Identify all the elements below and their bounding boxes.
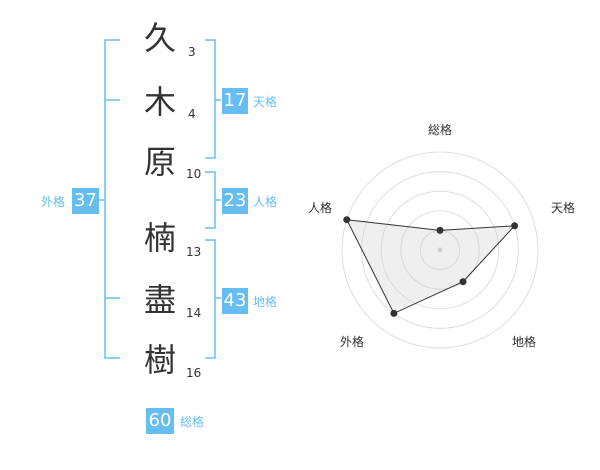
jinkaku-label: 人格 bbox=[253, 195, 278, 209]
radar-center bbox=[437, 247, 443, 253]
stroke-count-1: 3 bbox=[188, 45, 196, 59]
gaikaku-value-badge: 37 bbox=[72, 188, 99, 214]
radar-point-2 bbox=[511, 222, 519, 230]
name-char-6: 樹 bbox=[143, 341, 176, 379]
radar-point-4 bbox=[390, 309, 398, 317]
radar-axis-label-gaikaku: 外格 bbox=[340, 335, 365, 349]
stroke-count-4: 13 bbox=[186, 245, 202, 259]
stroke-count-3: 10 bbox=[186, 167, 202, 181]
chikaku-label: 地格 bbox=[253, 295, 278, 309]
tenkaku-label: 天格 bbox=[253, 95, 278, 109]
name-char-5: 盡 bbox=[143, 281, 176, 319]
radar-series-polygon bbox=[345, 219, 516, 315]
name-char-3: 原 bbox=[143, 143, 176, 181]
radar-point-5 bbox=[343, 216, 351, 224]
radar-point-1 bbox=[436, 226, 444, 234]
stroke-count-6: 16 bbox=[186, 366, 202, 380]
tenkaku-value-badge: 17 bbox=[222, 88, 248, 114]
radar-axis-label-soukaku: 総格 bbox=[428, 123, 453, 137]
stroke-count-5: 14 bbox=[186, 306, 202, 320]
radar-ring bbox=[380, 190, 500, 310]
soukaku-label: 総格 bbox=[180, 415, 205, 429]
jinkaku-value-badge: 23 bbox=[222, 188, 248, 214]
chikaku-bracket bbox=[205, 239, 216, 359]
name-char-2: 木 bbox=[143, 83, 176, 121]
gaikaku-bracket bbox=[104, 39, 120, 359]
radar-ring bbox=[400, 210, 480, 290]
radar-axis-label-chikaku: 地格 bbox=[512, 335, 537, 349]
name-char-1: 久 bbox=[143, 19, 176, 57]
radar-axis-label-tenkaku: 天格 bbox=[551, 201, 576, 215]
radar-axis-label-jinkaku: 人格 bbox=[308, 201, 333, 215]
radar-point-3 bbox=[459, 278, 467, 286]
soukaku-value-badge: 60 bbox=[146, 408, 174, 434]
gaikaku-label: 外格 bbox=[41, 195, 66, 209]
name-char-4: 楠 bbox=[143, 219, 176, 257]
radar-ring bbox=[341, 151, 539, 349]
chikaku-value-badge: 43 bbox=[222, 288, 248, 314]
stroke-count-2: 4 bbox=[188, 107, 196, 121]
tenkaku-bracket bbox=[205, 39, 216, 159]
